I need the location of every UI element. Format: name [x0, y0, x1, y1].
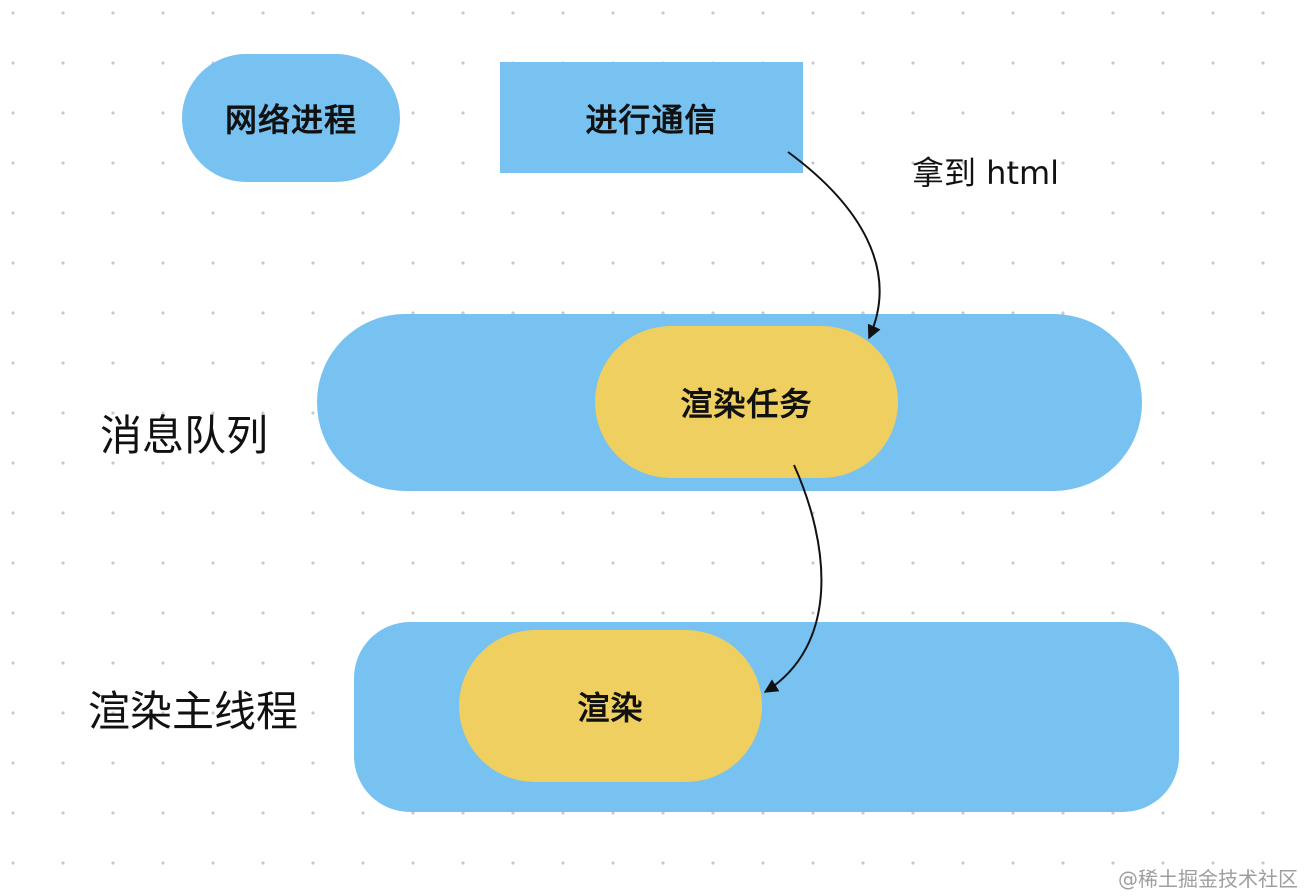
arrow-communication-to-render-task: [787, 151, 881, 340]
network-process-node: 网络进程: [182, 54, 400, 182]
get-html-edge-label: 拿到 html: [912, 154, 1060, 192]
communication-label: 进行通信: [585, 100, 718, 139]
render-main-thread-label: 渲染主线程: [88, 687, 299, 736]
render-label: 渲染: [577, 689, 644, 727]
network-process-label: 网络进程: [224, 101, 357, 139]
communication-node: 进行通信: [500, 62, 803, 173]
render-task-node: 渲染任务: [595, 326, 898, 478]
watermark: @稀土掘金技术社区: [1118, 867, 1298, 891]
message-queue-label: 消息队列: [100, 411, 269, 460]
render-task-label: 渲染任务: [680, 385, 813, 423]
render-node: 渲染: [459, 630, 762, 782]
